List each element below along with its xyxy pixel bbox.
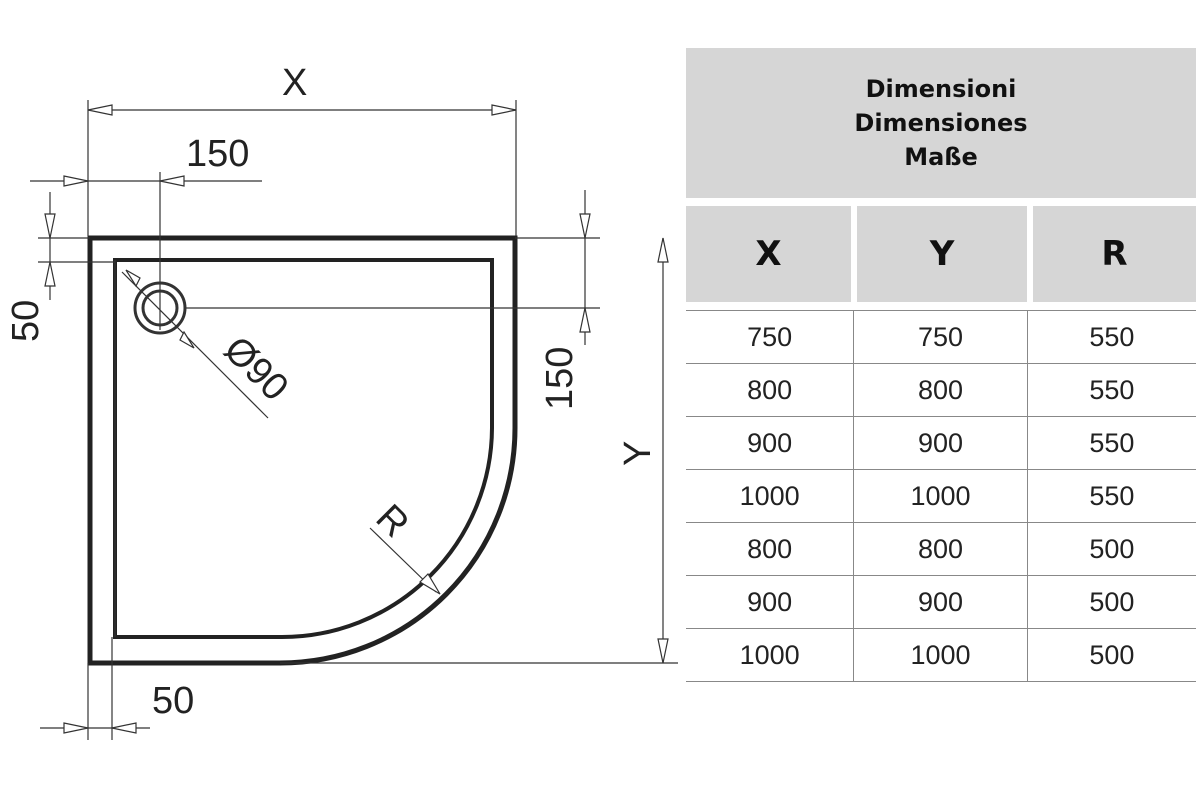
cell-r: 500: [1089, 586, 1135, 617]
150-top-arrow-right: [159, 175, 185, 187]
cell-y: 750: [854, 311, 1028, 363]
y-arrow-top: [657, 237, 669, 263]
column-header-y: Y: [857, 206, 1027, 302]
cell-r: 550: [1089, 321, 1135, 352]
diameter-arrow-2: [179, 330, 195, 349]
y-dimension-label: Y: [617, 441, 659, 466]
table-row: 750 750 550: [686, 311, 1196, 364]
shower-tray-technical-drawing: Ø90 X 150 50 150 Y R 50: [5, 62, 678, 740]
tray-inner-outline: [113, 258, 494, 639]
cell-r: 550: [1089, 427, 1135, 458]
cell-x: 900: [686, 576, 855, 628]
cell-r: 550: [1089, 374, 1135, 405]
dimensions-table: Dimensioni Dimensiones Maße X Y R 750 75…: [686, 48, 1196, 682]
cell-x: 1000: [686, 470, 855, 522]
table-row: 800 800 500: [686, 523, 1196, 576]
diameter-label: Ø90: [216, 329, 296, 409]
cell-x: 800: [686, 364, 855, 416]
50-bottom-label: 50: [152, 680, 194, 722]
50-left-arrow-top: [44, 213, 56, 239]
title-italian: Dimensioni: [865, 75, 1017, 103]
r-arrow: [419, 573, 441, 595]
cell-y: 1000: [854, 470, 1028, 522]
column-header-r: R: [1033, 206, 1196, 302]
title-german: Maße: [904, 143, 978, 171]
x-arrow-right: [491, 104, 517, 116]
cell-y: 1000: [854, 629, 1028, 681]
table-row: 1000 1000 550: [686, 470, 1196, 523]
x-dimension-label: X: [282, 62, 307, 104]
x-arrow-left: [87, 104, 113, 116]
table-body: 750 750 550 800 800 550 900 900 550 1000…: [686, 310, 1196, 682]
table-row: 900 900 500: [686, 576, 1196, 629]
cell-x: 900: [686, 417, 855, 469]
50-bottom-arrow-left: [63, 722, 89, 734]
tray-outer-outline: [87, 235, 518, 666]
cell-y: 900: [854, 576, 1028, 628]
cell-x: 750: [686, 311, 855, 363]
table-row: 800 800 550: [686, 364, 1196, 417]
150-right-arrow-top: [579, 213, 591, 239]
150-top-label: 150: [186, 133, 249, 175]
table-row: 900 900 550: [686, 417, 1196, 470]
r-label: R: [368, 497, 417, 546]
table-title: Dimensioni Dimensiones Maße: [686, 48, 1196, 198]
cell-r: 550: [1089, 480, 1135, 511]
150-right-arrow-bottom: [579, 307, 591, 333]
table-row: 1000 1000 500: [686, 629, 1196, 682]
cell-y: 800: [854, 523, 1028, 575]
cell-y: 800: [854, 364, 1028, 416]
cell-r: 500: [1089, 639, 1135, 670]
title-spanish: Dimensiones: [854, 109, 1028, 137]
y-arrow-bottom: [657, 638, 669, 664]
150-top-arrow-left: [63, 175, 89, 187]
column-header-row: X Y R: [686, 206, 1196, 302]
50-bottom-arrow-right: [111, 722, 137, 734]
cell-r: 500: [1089, 533, 1135, 564]
50-left-arrow-bottom: [44, 261, 56, 287]
cell-x: 800: [686, 523, 855, 575]
cell-x: 1000: [686, 629, 855, 681]
diameter-arrow-1: [125, 269, 141, 288]
diameter-leader-line: [121, 271, 269, 419]
cell-y: 900: [854, 417, 1028, 469]
50-left-label: 50: [5, 300, 47, 342]
column-header-x: X: [686, 206, 851, 302]
150-right-label: 150: [539, 347, 581, 410]
